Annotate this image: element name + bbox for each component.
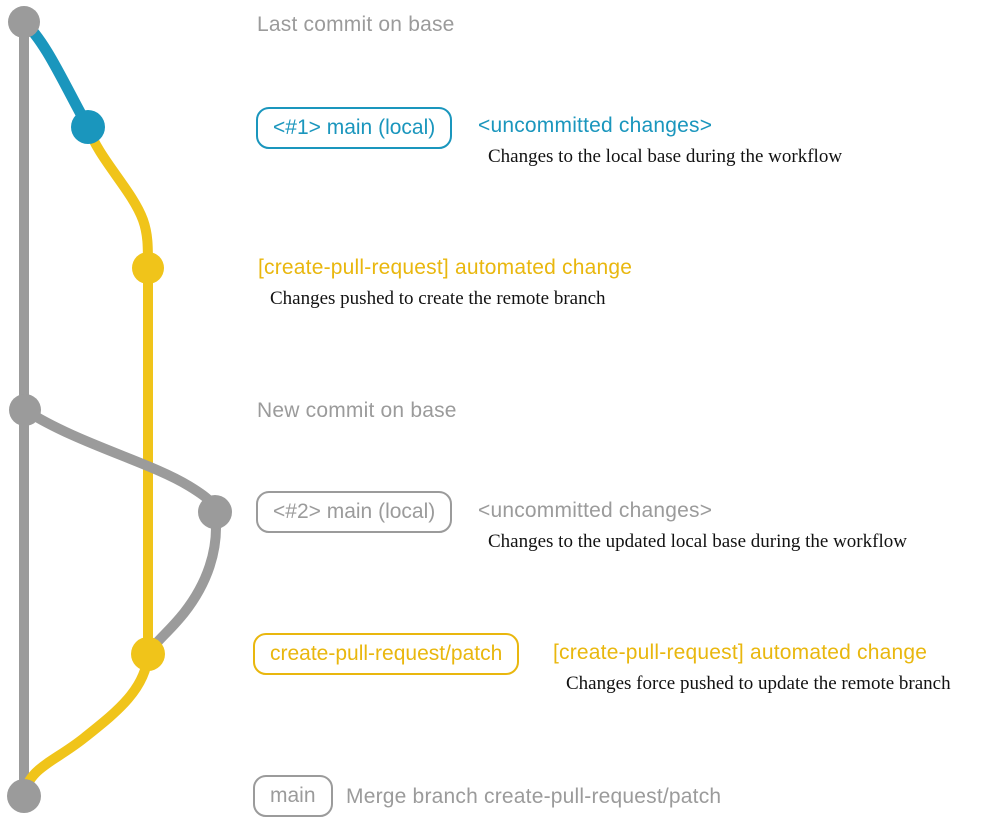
branch-label-main-local-1: <#1> main (local) [256,107,453,149]
commit-node-local-2 [198,495,232,529]
commit-node-patch-1 [132,252,164,284]
edge-patch-to-merge [19,649,153,801]
commit-node-local-1 [71,110,105,144]
commit-message-new-base: New commit on base [257,399,457,422]
edge-base-to-local-2 [20,405,220,517]
commit-message-merge: Merge branch create-pull-request/patch [346,785,722,808]
commit-message-uncommitted-2: <uncommitted changes> [478,499,713,522]
branch-label-main-local-2: <#2> main (local) [256,491,453,533]
branch-label-patch: create-pull-request/patch [253,633,520,675]
commit-node-new-base [9,394,41,426]
commit-node-last-base [8,6,40,38]
note-local-base-changes: Changes to the local base during the wor… [488,146,843,167]
commit-node-merge [7,779,41,813]
edge-local-2-to-patch [143,507,221,659]
commit-message-last-base: Last commit on base [257,13,455,36]
commit-message-uncommitted-1: <uncommitted changes> [478,114,713,137]
commit-node-patch-2 [131,637,165,671]
note-updated-local-base: Changes to the updated local base during… [488,531,907,552]
commit-message-automated-1: [create-pull-request] automated change [258,256,633,279]
edge-local-1-to-patch [83,122,153,659]
note-pushed-create-branch: Changes pushed to create the remote bran… [270,288,606,309]
edge-base-to-local-1 [18,16,94,133]
commit-message-automated-2: [create-pull-request] automated change [553,641,928,664]
note-force-pushed-update: Changes force pushed to update the remot… [566,673,951,694]
branch-label-main: main [253,775,333,817]
